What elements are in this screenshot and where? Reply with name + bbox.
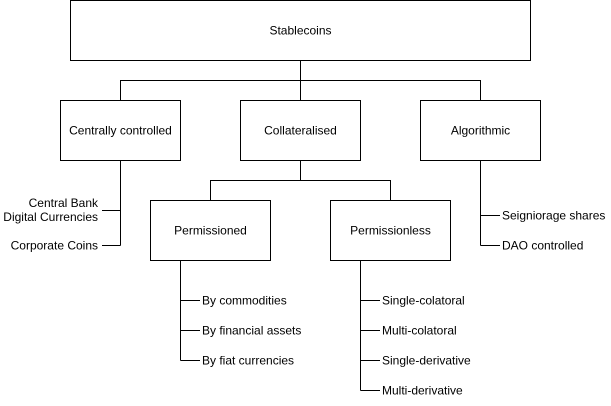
- node-algorithmic-label: Algorithmic: [451, 124, 510, 138]
- leaf-by-commodities: By commodities: [202, 294, 287, 308]
- permissioned-leaf-connectors: [180, 260, 200, 361]
- permissionless-leaf-connectors: [360, 260, 380, 391]
- leaf-multi-colatoral: Multi-colatoral: [382, 324, 457, 338]
- permissionless-items: Single-colatoral Multi-colatoral Single-…: [382, 294, 471, 398]
- node-algorithmic: Algorithmic: [420, 100, 541, 161]
- node-collateralised: Collateralised: [240, 100, 361, 161]
- leaf-seigniorage-shares: Seigniorage shares: [502, 209, 605, 223]
- permissioned-items: By commodities By financial assets By fi…: [202, 294, 301, 368]
- node-centrally-controlled-label: Centrally controlled: [69, 124, 172, 138]
- node-permissioned-label: Permissioned: [174, 224, 247, 238]
- node-stablecoins: Stablecoins: [70, 0, 531, 61]
- leaf-single-colatoral: Single-colatoral: [382, 294, 465, 308]
- node-permissionless: Permissionless: [330, 200, 451, 261]
- leaf-single-derivative: Single-derivative: [382, 354, 471, 368]
- node-stablecoins-label: Stablecoins: [269, 24, 331, 38]
- leaf-dao-controlled: DAO controlled: [502, 239, 583, 253]
- leaf-by-financial-assets: By financial assets: [202, 324, 301, 338]
- node-permissioned: Permissioned: [150, 200, 271, 261]
- root-connectors: [120, 60, 481, 100]
- leaf-central-bank-line-1: Central Bank: [29, 196, 99, 210]
- leaf-central-bank-line-2: Digital Currencies: [3, 210, 98, 224]
- centrally-controlled-leaf-connectors: [102, 160, 121, 246]
- leaf-by-fiat-currencies: By fiat currencies: [202, 354, 294, 368]
- node-centrally-controlled: Centrally controlled: [60, 100, 181, 161]
- algorithmic-items: Seigniorage shares DAO controlled: [502, 209, 605, 253]
- node-permissionless-label: Permissionless: [350, 224, 431, 238]
- leaf-multi-derivative: Multi-derivative: [382, 384, 463, 398]
- leaf-corporate-coins: Corporate Coins: [11, 239, 98, 253]
- collateralised-connectors: [210, 160, 391, 200]
- node-collateralised-label: Collateralised: [264, 124, 337, 138]
- algorithmic-leaf-connectors: [480, 160, 500, 246]
